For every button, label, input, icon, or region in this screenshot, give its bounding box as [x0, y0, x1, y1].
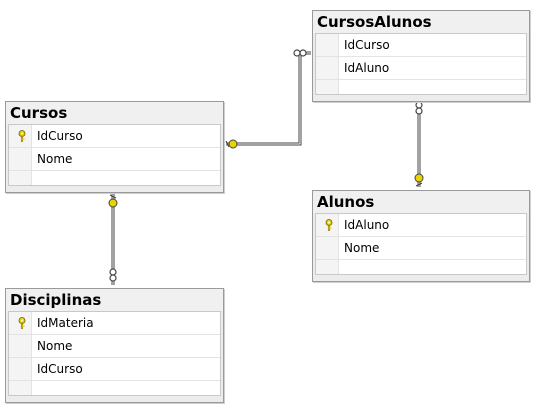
table-title[interactable]: CursosAlunos: [313, 11, 529, 33]
column-list: IdCurso IdAluno: [315, 33, 527, 95]
key-endpoint-icon: [225, 139, 238, 149]
table-title[interactable]: Alunos: [313, 191, 529, 213]
column-name: Nome: [37, 152, 73, 166]
table-title[interactable]: Cursos: [6, 102, 223, 124]
relationship-cursos-disciplinas[interactable]: [108, 193, 118, 285]
column-row[interactable]: IdCurso: [9, 358, 220, 381]
empty-row: [9, 171, 220, 185]
column-name: Nome: [37, 339, 73, 353]
column-list: IdAluno Nome: [315, 213, 527, 275]
column-name: IdMateria: [37, 316, 94, 330]
table-title[interactable]: Disciplinas: [6, 289, 223, 311]
relationship-alunos-cursosalunos[interactable]: [414, 100, 424, 187]
infinity-endpoint-icon: [415, 101, 423, 115]
column-list: IdCurso Nome: [8, 124, 221, 186]
infinity-endpoint-icon: [109, 268, 117, 282]
key-icon: [13, 125, 31, 147]
empty-row: [316, 260, 526, 274]
column-name: IdCurso: [344, 38, 390, 52]
table-cursosalunos[interactable]: CursosAlunos IdCurso IdAluno: [312, 10, 530, 102]
column-name: Nome: [344, 241, 380, 255]
column-row[interactable]: Nome: [316, 237, 526, 260]
column-row[interactable]: IdCurso: [9, 125, 220, 148]
column-row[interactable]: Nome: [9, 148, 220, 171]
table-cursos[interactable]: Cursos IdCurso Nome: [5, 101, 224, 193]
empty-row: [316, 80, 526, 94]
column-row[interactable]: IdAluno: [316, 57, 526, 80]
column-row[interactable]: IdCurso: [316, 34, 526, 57]
key-icon: [320, 214, 338, 236]
table-disciplinas[interactable]: Disciplinas IdMateria Nome IdCurso: [5, 288, 224, 403]
empty-row: [9, 381, 220, 395]
infinity-endpoint-icon: [293, 49, 307, 57]
column-name: IdAluno: [344, 218, 390, 232]
column-name: IdCurso: [37, 129, 83, 143]
key-endpoint-icon: [414, 173, 424, 187]
column-row[interactable]: IdAluno: [316, 214, 526, 237]
column-row[interactable]: Nome: [9, 335, 220, 358]
column-row[interactable]: IdMateria: [9, 312, 220, 335]
relationship-cursos-cursosalunos[interactable]: [225, 49, 311, 149]
column-name: IdAluno: [344, 61, 390, 75]
key-icon: [13, 312, 31, 334]
column-list: IdMateria Nome IdCurso: [8, 311, 221, 396]
table-alunos[interactable]: Alunos IdAluno Nome: [312, 190, 530, 282]
column-name: IdCurso: [37, 362, 83, 376]
key-endpoint-icon: [108, 194, 118, 208]
